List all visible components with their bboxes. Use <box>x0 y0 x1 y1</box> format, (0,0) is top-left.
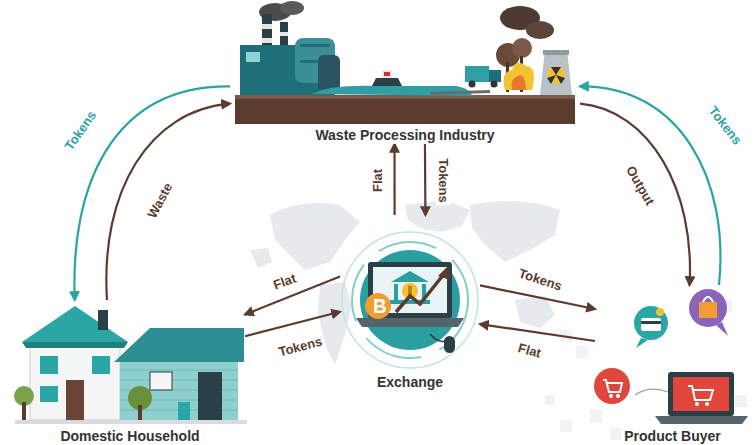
edge-label: Output <box>622 161 658 209</box>
illustrated-node: Exchange <box>340 215 480 391</box>
illustrated-node: Product Buyer <box>595 285 750 445</box>
flow-arrow <box>580 86 720 285</box>
flow-arrow <box>106 104 230 300</box>
node-label: Domestic Household <box>57 427 202 445</box>
edge-label: Waste <box>144 178 177 222</box>
node-label: Product Buyer <box>621 427 723 445</box>
edge-label: Tokens <box>436 156 451 205</box>
node-label: Waste Processing Industry <box>312 126 497 144</box>
flow-arrow <box>424 144 427 215</box>
edge-label: Flat <box>270 269 301 292</box>
buyer-illustration <box>594 289 748 424</box>
illustrated-node: Domestic Household <box>15 300 245 445</box>
flow-arrow <box>580 104 690 285</box>
flow-arrow <box>480 324 595 341</box>
edge-label: Flat <box>371 166 386 193</box>
flow-arrow <box>393 144 395 215</box>
node-label: Exchange <box>374 373 446 391</box>
world-map <box>250 200 560 365</box>
edge-label: Tokens <box>60 106 100 154</box>
edge-label: Tokens <box>515 264 566 293</box>
household-illustration <box>14 306 247 424</box>
edge-label: Tokens <box>275 332 326 359</box>
flow-arrow <box>245 312 340 336</box>
exchange-illustration <box>342 232 478 368</box>
flow-arrow <box>480 285 595 309</box>
edge-label: Flat <box>515 339 545 361</box>
industry-illustration <box>235 1 575 124</box>
illustrated-node: Waste Processing Industry <box>230 0 580 144</box>
edge-label: Tokens <box>704 101 746 149</box>
